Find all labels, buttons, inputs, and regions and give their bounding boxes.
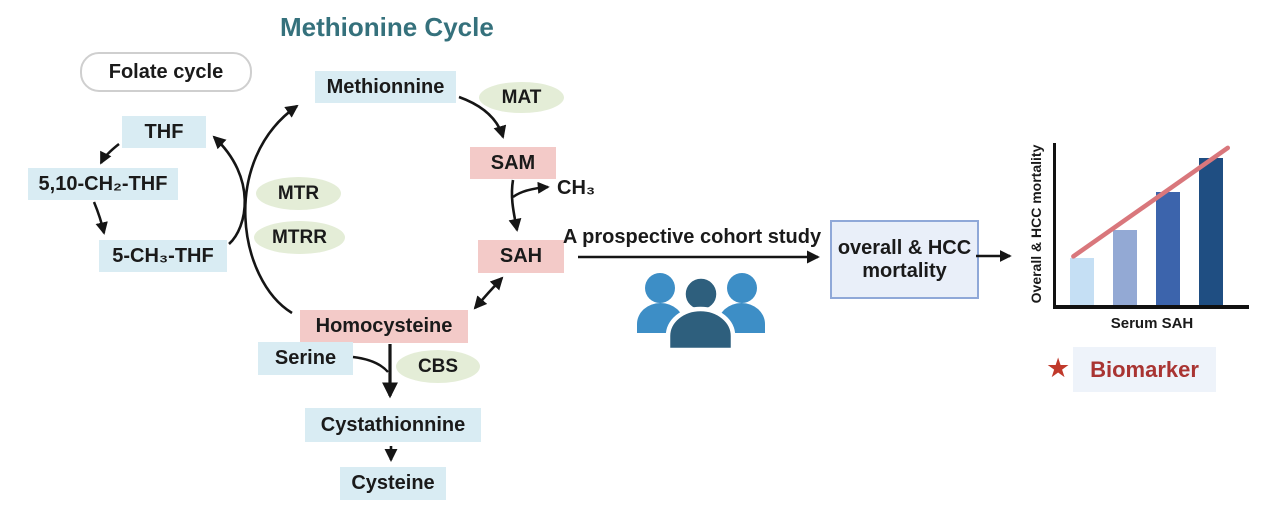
chart-bar-4 xyxy=(1198,157,1223,305)
node-cysteine: Cysteine xyxy=(340,467,446,500)
biomarker-label: Biomarker xyxy=(1073,347,1216,392)
arrow-thf-to-ch2thf xyxy=(99,143,120,165)
trend-line-layer xyxy=(1056,143,1249,305)
enzyme-mtrr: MTRR xyxy=(254,221,345,254)
arrow-ch2thf-to-ch3thf xyxy=(92,201,108,235)
enzyme-mat: MAT xyxy=(479,82,564,113)
page-title: Methionine Cycle xyxy=(280,12,494,42)
arrow-sam-to-ch3 xyxy=(512,181,550,198)
folate-cycle-label: Folate cycle xyxy=(80,52,252,92)
chart-bar-2 xyxy=(1112,230,1137,305)
node-sam: SAM xyxy=(470,147,556,179)
cohort-people-icon xyxy=(637,273,765,353)
chart-bar-1 xyxy=(1069,258,1094,305)
node-cystathionine: Cystathionnine xyxy=(305,408,481,442)
outcome-line2: mortality xyxy=(862,259,947,282)
node-5-10-ch2-thf: 5,10-CH₂-THF xyxy=(28,168,178,200)
node-5-ch3-thf: 5-CH₃-THF xyxy=(99,240,227,272)
arrow-sah-homocysteine-bidirectional xyxy=(473,276,504,310)
enzyme-cbs: CBS xyxy=(396,350,480,383)
arrow-sam-to-sah xyxy=(508,179,522,232)
chart-bar-3 xyxy=(1155,191,1180,305)
enzyme-mtr: MTR xyxy=(256,177,341,210)
node-methionine: Methionnine xyxy=(315,71,456,103)
biomarker-star-icon: ★ xyxy=(1046,353,1071,383)
sah-mortality-chart xyxy=(1053,143,1249,309)
label-ch3: CH₃ xyxy=(557,177,596,199)
node-serine: Serine xyxy=(258,342,353,375)
node-thf: THF xyxy=(122,116,206,148)
chart-x-axis-label: Serum SAH xyxy=(1110,315,1194,332)
chart-y-axis-label: Overall & HCC mortality xyxy=(1028,144,1044,304)
chart-bars xyxy=(1056,143,1249,305)
node-sah: SAH xyxy=(478,240,564,273)
outcome-line1: overall & HCC xyxy=(837,236,972,259)
trend-line xyxy=(1073,148,1227,257)
line-serine-join xyxy=(352,355,389,373)
outcome-box: overall & HCC mortality xyxy=(830,220,979,299)
cohort-study-label: A prospective cohort study xyxy=(562,226,822,248)
node-homocysteine: Homocysteine xyxy=(300,310,468,343)
arrow-ch3thf-to-thf xyxy=(212,135,247,245)
